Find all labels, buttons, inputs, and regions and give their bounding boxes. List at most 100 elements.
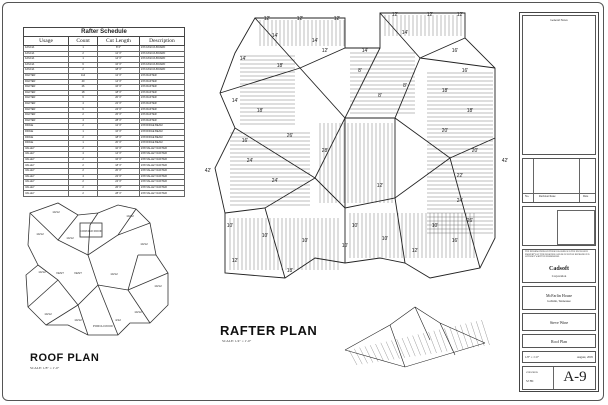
rafter-dimension-label: 12' bbox=[297, 16, 304, 22]
rafter-dimension-label: 28' bbox=[322, 148, 329, 154]
rafter-dimension-label: 16' bbox=[452, 48, 459, 54]
roof-plan-label: 10/12 bbox=[52, 210, 60, 214]
rafter-line bbox=[470, 322, 480, 347]
cell-count: 26 bbox=[68, 84, 99, 91]
rafter-dimension-label: 12' bbox=[392, 12, 399, 18]
sheet-number: A-9 bbox=[563, 369, 587, 385]
company-box: THE INFORMATION ON THESE DRAWINGS IS THE… bbox=[522, 249, 596, 283]
cell-count: 2 bbox=[68, 112, 99, 119]
rafter-dimension-label: 10' bbox=[342, 243, 349, 249]
rafter-plan-drawing: 12'12'12'12'12'12'14'14'14'14'14'16'16'1… bbox=[205, 12, 508, 279]
rafter-dimension-label: 10' bbox=[432, 223, 439, 229]
seal-area bbox=[557, 210, 595, 245]
cell-description: 2X6 RAFTER bbox=[138, 84, 186, 91]
cell-usage: RAFTER bbox=[22, 78, 70, 86]
rafter-dimension-label: 8' bbox=[358, 68, 362, 74]
sheet-title: Roof Plan bbox=[550, 339, 568, 344]
cell-description: 2X6 RAFTER bbox=[138, 112, 186, 119]
rafter-dimension-label: 22' bbox=[457, 173, 464, 179]
cell-count: 40 bbox=[68, 78, 99, 86]
cell-usage: RAFTER bbox=[22, 112, 70, 119]
sheet-title-box: Roof Plan bbox=[522, 334, 596, 348]
roof-plan-caption: ROOF PLAN bbox=[30, 352, 100, 364]
rafter-line bbox=[465, 323, 474, 348]
rafter-line bbox=[460, 324, 469, 349]
roof-plan-label: 10/12 bbox=[110, 272, 118, 276]
roof-plan-label: 10/12 bbox=[66, 236, 74, 240]
rafter-schedule-table: Usage Count Cut Length Description FASCI… bbox=[22, 36, 186, 197]
cell-count: 6 bbox=[68, 106, 99, 114]
rafter-dimension-label: 10' bbox=[382, 236, 389, 242]
cell-count: 18 bbox=[68, 89, 99, 97]
rafter-line bbox=[449, 327, 458, 350]
cell-count: 6 bbox=[68, 95, 99, 102]
rafter-line bbox=[438, 329, 448, 352]
col-header-description: Description bbox=[138, 36, 186, 46]
cell-usage: FASCIA bbox=[22, 67, 70, 74]
cell-usage: RAFTER bbox=[22, 95, 70, 102]
rafter-dimension-label: 10' bbox=[352, 223, 359, 229]
cell-description: 2X6 RAFTER bbox=[138, 73, 186, 80]
rafter-dimension-label: 12' bbox=[264, 16, 271, 22]
cell-usage: RAFTER bbox=[22, 117, 70, 125]
roof-plan-label: 4/12 bbox=[115, 318, 121, 322]
rafter-line bbox=[433, 330, 442, 353]
rafter-line bbox=[417, 334, 427, 355]
cell-description: 2X6 RAFTER bbox=[138, 89, 186, 97]
col-header-usage: Usage bbox=[22, 36, 70, 46]
roof-plan-label: 10/12 bbox=[38, 270, 46, 274]
rafter-line bbox=[407, 336, 416, 357]
rafter-dimension-label: 18' bbox=[277, 63, 284, 69]
roof-plan-scale: SCALE: 1/8" = 1'-0" bbox=[30, 366, 60, 370]
company-sub: Corporation bbox=[551, 274, 567, 278]
rafter-line bbox=[481, 319, 490, 346]
seal-box bbox=[522, 206, 596, 246]
rafter-dimension-label: 14' bbox=[362, 48, 369, 54]
project-name: McFarlin House bbox=[545, 293, 573, 298]
rafter-dimension-label: 12' bbox=[377, 183, 384, 189]
general-notes-box: General Notes bbox=[522, 15, 596, 155]
roof-plan-drawing: CORNER ROOF VENT VENT PORCH ROOF 10/12 1… bbox=[25, 202, 169, 336]
cell-usage: VALLEY bbox=[22, 190, 70, 197]
rafter-dimension-label: 12' bbox=[322, 48, 329, 54]
cell-usage: RAFTER bbox=[22, 106, 70, 114]
drawn-by: SJ HC bbox=[526, 379, 534, 383]
rafter-line bbox=[380, 342, 389, 361]
rafter-line bbox=[396, 339, 405, 358]
cell-usage: RAFTER bbox=[22, 89, 70, 97]
client-name: Steve Wine bbox=[549, 320, 569, 325]
col-header-cut-length: Cut Length bbox=[97, 36, 140, 46]
company-name: Cadsoft bbox=[548, 266, 569, 272]
rafter-dimension-label: 14' bbox=[272, 33, 279, 39]
roof-plan-label: VENT bbox=[56, 271, 64, 275]
rafter-dimension-label: 12' bbox=[232, 258, 239, 264]
rafter-dimension-label: 18' bbox=[287, 268, 294, 274]
rafter-schedule: Rafter Schedule Usage Count Cut Length D… bbox=[22, 27, 186, 197]
sheet-scale: 1/8" = 1'-0" bbox=[525, 355, 540, 359]
drawing-sheet-border bbox=[2, 2, 604, 401]
roof-plan-label: 10/12 bbox=[74, 318, 82, 322]
roof-plan-label: 10/12 bbox=[36, 232, 44, 236]
rafter-dimension-label: 10' bbox=[227, 223, 234, 229]
cell-count: 4 bbox=[68, 100, 99, 108]
roof-framing-3d-view bbox=[344, 306, 490, 368]
rafter-dimension-label: 12' bbox=[334, 16, 341, 22]
rafter-plan-caption: RAFTER PLAN bbox=[220, 323, 318, 338]
disclaimer-text: THE INFORMATION ON THESE DRAWINGS IS THE… bbox=[525, 251, 590, 259]
cell-usage: RAFTER bbox=[22, 84, 70, 91]
col-header-count: Count bbox=[68, 36, 99, 46]
rafter-line bbox=[476, 321, 485, 346]
rafter-dimension-label: 10' bbox=[262, 233, 269, 239]
rafter-dimension-label: 12' bbox=[412, 248, 419, 254]
cell-count: 4 bbox=[68, 117, 99, 125]
